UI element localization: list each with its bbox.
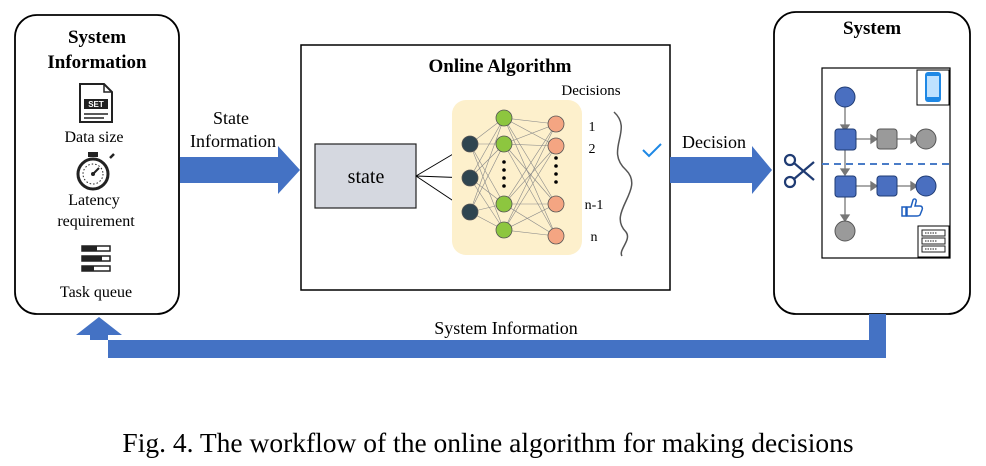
input-neuron: [461, 135, 479, 153]
task-queue-label: Task queue: [60, 284, 132, 301]
network-edge: [469, 143, 505, 231]
flow-nodes: [834, 86, 937, 242]
hidden-layer-ellipsis: [502, 160, 506, 188]
decision-index-2: 2: [589, 142, 596, 157]
server-icon: [917, 225, 950, 258]
network-edge: [469, 117, 505, 179]
neural-network-background: [452, 100, 582, 255]
decision-arrow-label: Decision: [682, 132, 746, 152]
checkmark-icon: [642, 143, 662, 158]
system-information-panel: System Information SET Data size Latency…: [14, 14, 180, 315]
network-edge: [503, 203, 557, 231]
hidden-neuron: [495, 135, 513, 153]
decisions-title: Decisions: [561, 83, 620, 99]
output-neuron: [547, 137, 565, 155]
document-set-icon: SET: [79, 83, 113, 123]
network-edge: [469, 177, 505, 231]
network-edge: [503, 145, 557, 231]
input-neuron: [461, 169, 479, 187]
flow-node-end-local: [915, 128, 937, 150]
network-edge: [503, 143, 557, 205]
latency-label-line2: requirement: [57, 213, 135, 230]
flow-node-end-alt: [834, 220, 856, 242]
scissors-icon: [783, 153, 815, 189]
network-edge: [503, 123, 557, 231]
set-icon-text: SET: [88, 100, 104, 109]
neural-network-edges: [469, 117, 557, 237]
decision-index-n-1: n-1: [585, 198, 604, 213]
input-neuron: [461, 203, 479, 221]
decision-index-1: 1: [589, 120, 596, 135]
network-edge: [503, 145, 557, 205]
flow-node-start: [834, 86, 856, 108]
flow-node-task-4: [876, 175, 898, 197]
stopwatch-icon: [76, 152, 115, 191]
online-algorithm-title: Online Algorithm: [428, 56, 571, 77]
network-edge: [469, 143, 505, 213]
data-size-label: Data size: [64, 129, 123, 146]
flow-node-task-1: [834, 128, 857, 151]
network-edge: [503, 117, 557, 205]
decision-index-n: n: [591, 230, 598, 245]
network-edge: [503, 123, 557, 205]
state-label: state: [348, 166, 385, 188]
flow-node-task-2: [876, 128, 898, 150]
neural-network: [452, 100, 582, 255]
decision-distribution-curve: [613, 111, 633, 257]
output-neuron: [547, 195, 565, 213]
system-information-title-line2: Information: [47, 52, 147, 73]
online-algorithm-panel: Online Algorithm state Decisions 1 2 n-1…: [300, 44, 671, 291]
network-edge: [503, 203, 557, 237]
state-arrow-label-line2: Information: [190, 131, 276, 151]
state-arrow-label-line1: State: [213, 108, 249, 128]
output-layer-ellipsis: [554, 156, 558, 184]
feedback-arrow-label: System Information: [434, 318, 577, 338]
network-edge: [469, 117, 505, 213]
task-queue-icon: [81, 245, 111, 272]
state-box: [314, 143, 417, 209]
network-edge: [503, 117, 557, 125]
output-neuron: [547, 227, 565, 245]
network-edge: [503, 229, 557, 237]
neural-network-nodes: [461, 109, 565, 245]
network-edge: [469, 143, 505, 205]
network-edge: [503, 143, 557, 237]
system-information-title-line1: System: [68, 27, 126, 48]
figure-caption: Fig. 4. The workflow of the online algor…: [122, 427, 853, 458]
hidden-neuron: [495, 221, 513, 239]
state-information-arrow: State Information: [180, 108, 300, 194]
mobile-phone-icon: [916, 69, 950, 106]
decision-arrow: Decision: [670, 132, 772, 194]
flow-node-task-3: [834, 175, 857, 198]
network-edge: [503, 123, 557, 145]
hidden-neuron: [495, 109, 513, 127]
flow-connections: [839, 107, 919, 223]
system-panel: System: [773, 11, 971, 315]
thumbs-up-icon: [901, 198, 924, 217]
network-edge: [503, 143, 557, 147]
flow-node-end-remote: [915, 175, 937, 197]
latency-label-line1: Latency: [68, 192, 120, 209]
system-title: System: [843, 18, 901, 39]
hidden-neuron: [495, 195, 513, 213]
system-information-feedback-arrow: System Information: [76, 314, 886, 358]
output-neuron: [547, 115, 565, 133]
